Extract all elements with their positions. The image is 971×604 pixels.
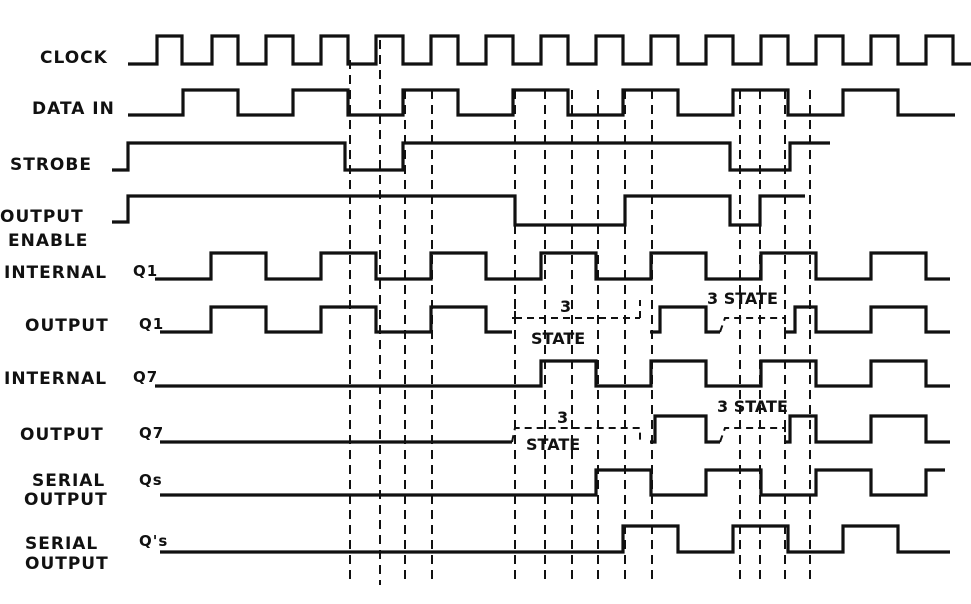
output-q7-state-label: STATE: [526, 435, 580, 454]
serial-qs-prime-label-line2: OUTPUT: [25, 554, 109, 574]
strobe-label: STROBE: [10, 155, 92, 175]
output-q7-waveform-tail: [650, 414, 950, 444]
serial-qs-label-line1: SERIAL: [32, 471, 105, 491]
output-q1-waveform-tail: [650, 305, 950, 334]
output-q1-three-state-region: [512, 290, 641, 319]
serial-qs-subscript: Qs: [139, 471, 163, 489]
output-q7-three-state-label: 3 STATE: [717, 397, 788, 416]
output-q1-three-state-region-2: [719, 317, 786, 333]
data-in-label: DATA IN: [32, 99, 115, 119]
internal-q7-label: INTERNAL: [4, 369, 107, 389]
internal-q7-subscript: Q7: [133, 368, 158, 386]
clock-label: CLOCK: [40, 48, 108, 68]
output-enable-label-line2: ENABLE: [8, 231, 88, 251]
internal-q7-waveform: [155, 359, 950, 388]
output-enable-label-line1: OUTPUT: [0, 207, 84, 227]
output-q7-three-state-region-2: [719, 427, 786, 443]
serial-qs-prime-waveform: [160, 524, 950, 554]
internal-q1-subscript: Q1: [133, 262, 158, 280]
output-q1-label: OUTPUT: [25, 316, 109, 336]
output-q7-three-label: 3: [557, 408, 568, 427]
output-q7-three-state-region: [511, 427, 641, 443]
output-q1-subscript: Q1: [139, 315, 164, 333]
output-q1-three-state-label: 3 STATE: [707, 289, 778, 308]
output-q7-label: OUTPUT: [20, 425, 104, 445]
serial-qs-label-line2: OUTPUT: [24, 490, 108, 510]
strobe-waveform: [112, 141, 830, 172]
serial-qs-prime-subscript: Q's: [139, 532, 168, 550]
serial-qs-prime-label-line1: SERIAL: [25, 534, 98, 554]
clock-waveform: [128, 34, 971, 66]
output-q1-three-label: 3: [560, 297, 571, 316]
internal-q1-waveform: [155, 251, 950, 281]
output-q1-waveform: [160, 305, 512, 334]
guide-lines: [349, 40, 811, 585]
output-q7-subscript: Q7: [139, 424, 164, 442]
internal-q1-label: INTERNAL: [4, 263, 107, 283]
serial-qs-waveform: [160, 468, 945, 497]
output-q1-state-label: STATE: [531, 329, 585, 348]
data-in-waveform: [128, 88, 955, 117]
output-enable-waveform: [112, 194, 805, 227]
